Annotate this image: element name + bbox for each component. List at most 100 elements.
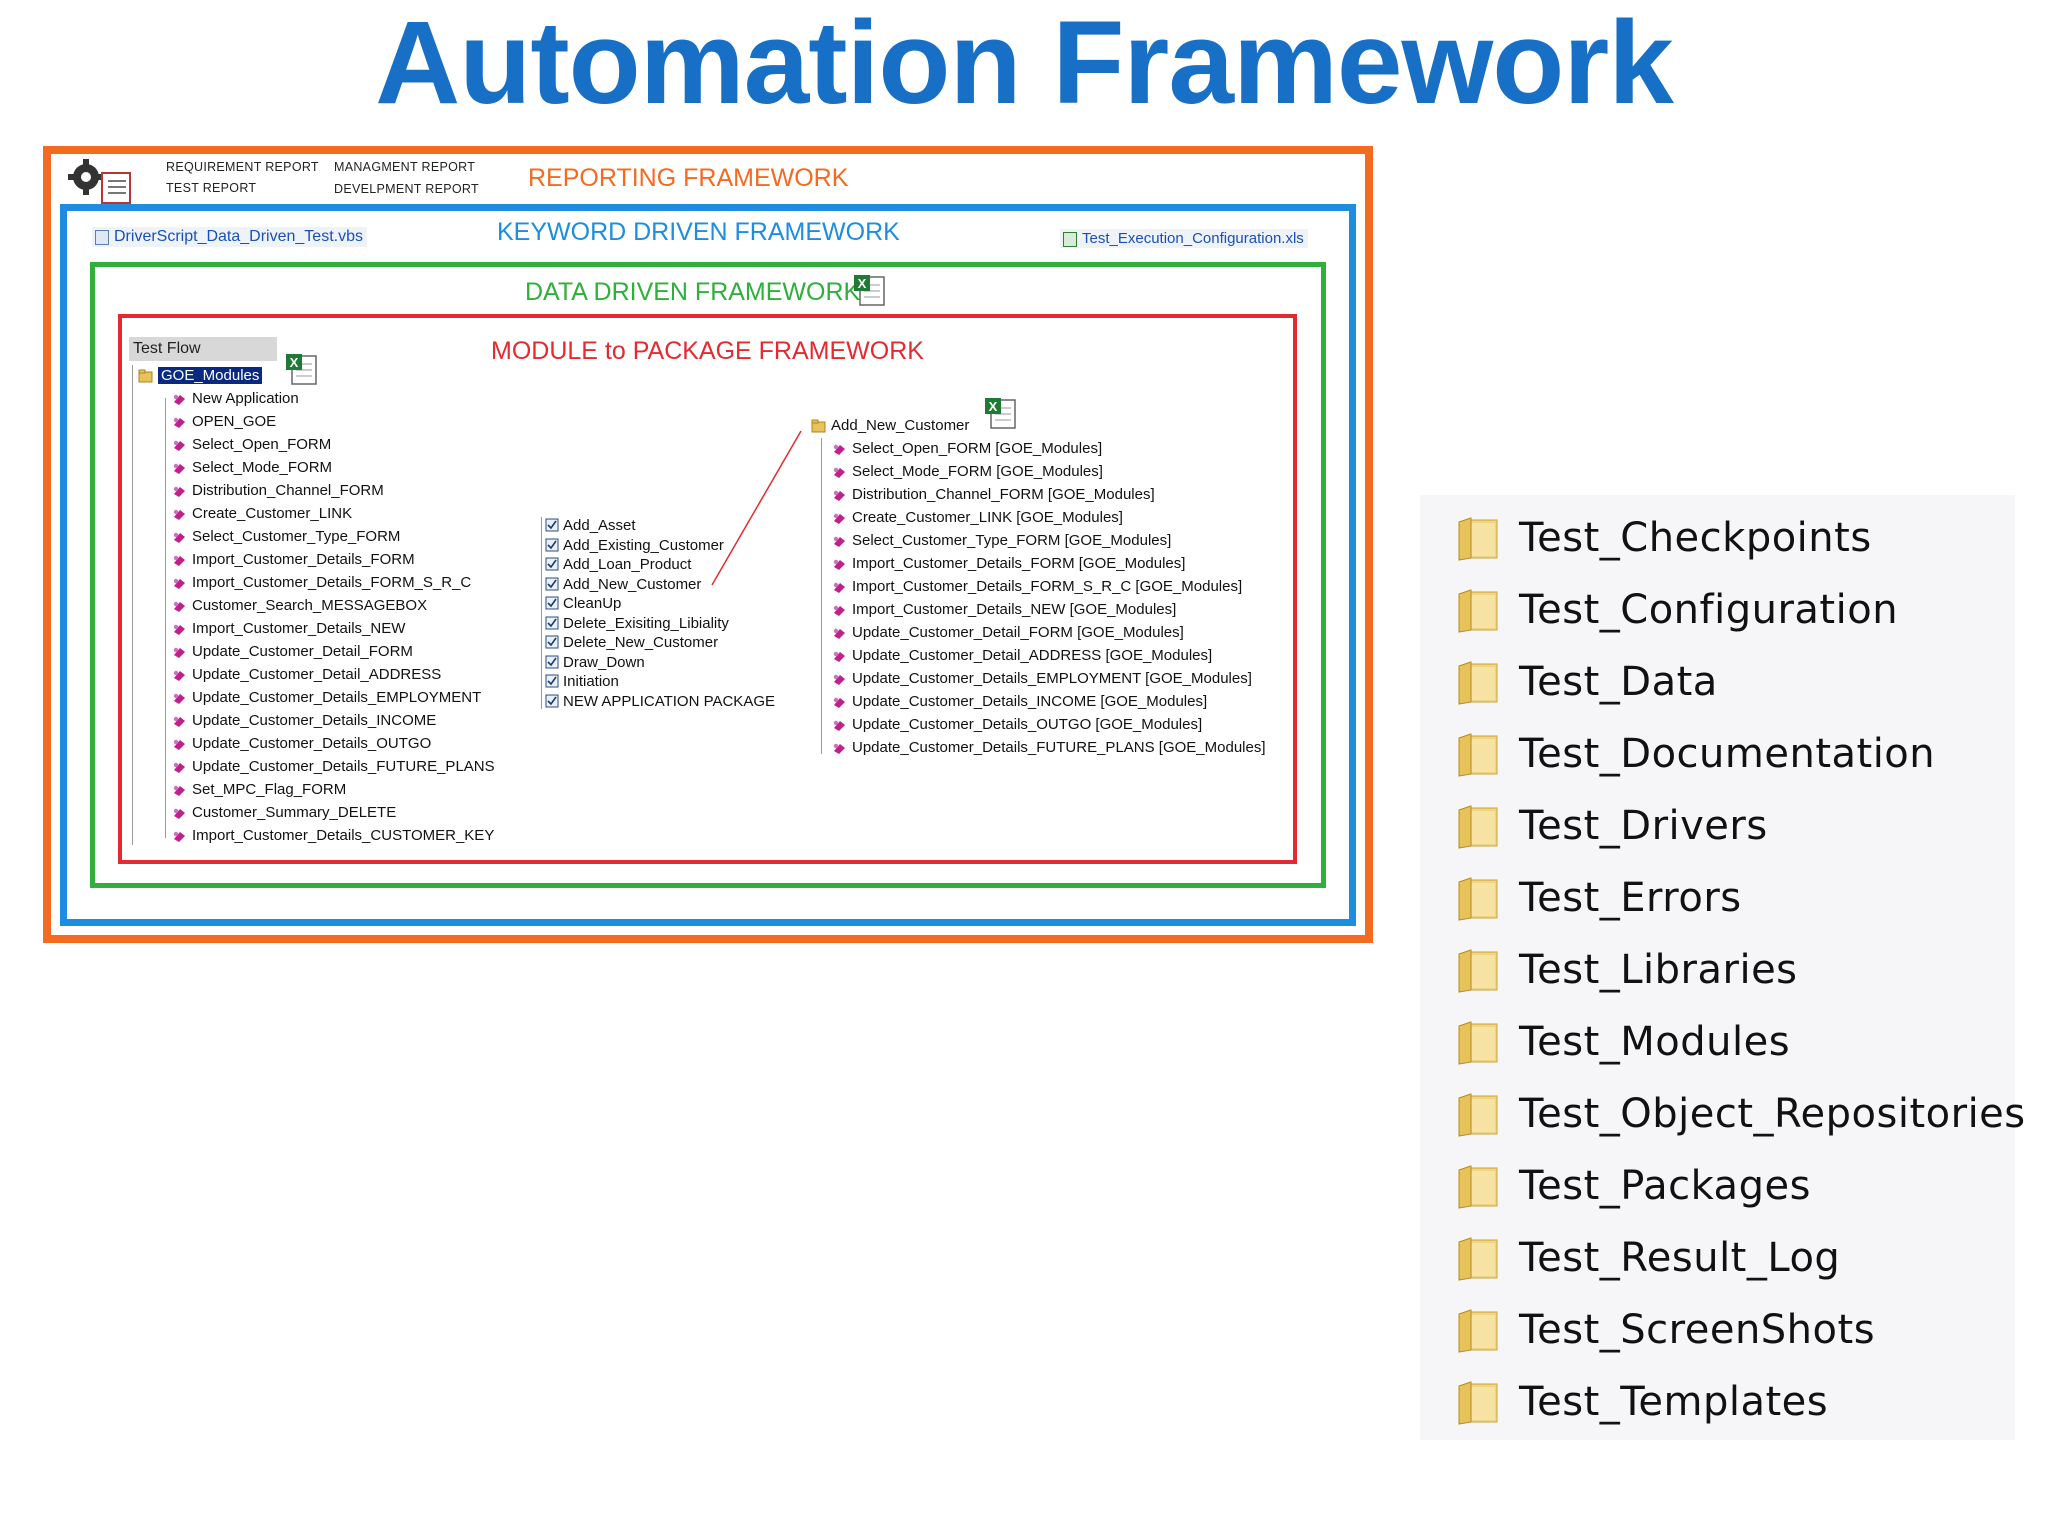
requirement-report[interactable]: REQUIREMENT REPORT bbox=[166, 160, 319, 174]
folder-icon bbox=[1458, 1381, 1498, 1425]
package-module-item[interactable]: Select_Mode_FORM [GOE_Modules] bbox=[830, 462, 1103, 482]
tab-test-flow[interactable]: Test Flow bbox=[129, 337, 277, 361]
module-item-label: Select_Customer_Type_FORM bbox=[192, 528, 401, 545]
data-driven-framework-label: DATA DRIVEN FRAMEWORK bbox=[525, 278, 861, 306]
folder-icon bbox=[1458, 1237, 1498, 1281]
package-module-item[interactable]: Import_Customer_Details_NEW [GOE_Modules… bbox=[830, 600, 1176, 620]
folder-label: Test_Drivers bbox=[1519, 803, 1768, 849]
tree-root-goe-modules[interactable]: GOE_Modules bbox=[136, 366, 263, 386]
package-module-item[interactable]: Select_Customer_Type_FORM [GOE_Modules] bbox=[830, 531, 1171, 551]
package-item[interactable]: Add_Existing_Customer bbox=[543, 536, 724, 555]
test-report[interactable]: TEST REPORT bbox=[166, 181, 257, 195]
module-item-label: Customer_Search_MESSAGEBOX bbox=[192, 597, 428, 614]
module-item-label: Set_MPC_Flag_FORM bbox=[192, 781, 347, 798]
svg-text:X: X bbox=[290, 355, 299, 370]
module-item[interactable]: Select_Open_FORM bbox=[170, 435, 331, 455]
module-item[interactable]: Select_Customer_Type_FORM bbox=[170, 527, 400, 547]
module-item[interactable]: New Application bbox=[170, 389, 299, 409]
module-item-label: Update_Customer_Details_FUTURE_PLANS bbox=[192, 758, 495, 775]
tree-guide-line bbox=[821, 438, 822, 754]
module-item[interactable]: OPEN_GOE bbox=[170, 412, 276, 432]
module-item-label: Select_Open_FORM bbox=[192, 436, 332, 453]
package-module-item[interactable]: Update_Customer_Details_EMPLOYMENT [GOE_… bbox=[830, 669, 1252, 689]
config-file[interactable]: Test_Execution_Configuration.xls bbox=[1060, 229, 1308, 248]
module-item[interactable]: Import_Customer_Details_FORM bbox=[170, 550, 415, 570]
driver-script-file[interactable]: DriverScript_Data_Driven_Test.vbs bbox=[92, 227, 367, 247]
package-module-item[interactable]: Update_Customer_Detail_ADDRESS [GOE_Modu… bbox=[830, 646, 1212, 666]
module-item[interactable]: Update_Customer_Detail_FORM bbox=[170, 642, 413, 662]
folder-label: Test_Modules bbox=[1519, 1019, 1791, 1065]
module-icon bbox=[173, 647, 185, 658]
package-module-item[interactable]: Update_Customer_Detail_FORM [GOE_Modules… bbox=[830, 623, 1184, 643]
module-item[interactable]: Update_Customer_Details_EMPLOYMENT bbox=[170, 688, 481, 708]
package-item[interactable]: CleanUp bbox=[543, 594, 621, 613]
module-icon bbox=[833, 720, 845, 731]
package-item-label: Delete_New_Customer bbox=[563, 634, 719, 651]
reporting-framework-frame bbox=[43, 146, 1373, 943]
package-item[interactable]: Delete_Exisiting_Libiality bbox=[543, 614, 729, 633]
module-item-label: Distribution_Channel_FORM bbox=[192, 482, 384, 499]
module-item[interactable]: Create_Customer_LINK bbox=[170, 504, 352, 524]
module-item[interactable]: Import_Customer_Details_NEW bbox=[170, 619, 405, 639]
tree-guide-line bbox=[132, 365, 133, 845]
package-root-add-new-customer[interactable]: Add_New_Customer bbox=[809, 416, 969, 436]
package-module-item[interactable]: Import_Customer_Details_FORM [GOE_Module… bbox=[830, 554, 1185, 574]
tree-guide-line bbox=[165, 398, 166, 838]
tree-root-label: GOE_Modules bbox=[158, 367, 263, 384]
package-module-item[interactable]: Import_Customer_Details_FORM_S_R_C [GOE_… bbox=[830, 577, 1242, 597]
package-module-item-label: Select_Open_FORM [GOE_Modules] bbox=[852, 440, 1103, 457]
package-module-item[interactable]: Update_Customer_Details_FUTURE_PLANS [GO… bbox=[830, 738, 1266, 758]
folder-tree-icon bbox=[138, 369, 153, 383]
module-item[interactable]: Customer_Search_MESSAGEBOX bbox=[170, 596, 427, 616]
package-module-item[interactable]: Update_Customer_Details_INCOME [GOE_Modu… bbox=[830, 692, 1207, 712]
package-item[interactable]: NEW APPLICATION PACKAGE bbox=[543, 692, 775, 711]
module-item[interactable]: Import_Customer_Details_FORM_S_R_C bbox=[170, 573, 471, 593]
module-item-label: OPEN_GOE bbox=[192, 413, 277, 430]
module-item[interactable]: Customer_Summary_DELETE bbox=[170, 803, 396, 823]
package-item[interactable]: Add_Loan_Product bbox=[543, 555, 691, 574]
package-item[interactable]: Initiation bbox=[543, 672, 619, 691]
folder-label: Test_Documentation bbox=[1519, 731, 1936, 777]
module-item-label: Create_Customer_LINK bbox=[192, 505, 353, 522]
module-icon bbox=[173, 601, 185, 612]
excel-icon: X bbox=[854, 275, 885, 306]
package-item[interactable]: Add_New_Customer bbox=[543, 575, 701, 594]
module-item[interactable]: Update_Customer_Detail_ADDRESS bbox=[170, 665, 441, 685]
folder-label: Test_Data bbox=[1519, 659, 1718, 705]
package-module-item[interactable]: Select_Open_FORM [GOE_Modules] bbox=[830, 439, 1102, 459]
module-icon bbox=[833, 490, 845, 501]
folder-label: Test_Object_Repositories bbox=[1519, 1091, 2026, 1137]
module-item-label: New Application bbox=[192, 390, 299, 407]
package-module-item[interactable]: Update_Customer_Details_OUTGO [GOE_Modul… bbox=[830, 715, 1202, 735]
development-report[interactable]: DEVELPMENT REPORT bbox=[334, 182, 479, 196]
package-module-item[interactable]: Distribution_Channel_FORM [GOE_Modules] bbox=[830, 485, 1155, 505]
gear-report-icon bbox=[68, 159, 131, 204]
tree-guide-line bbox=[541, 517, 542, 709]
module-item-label: Import_Customer_Details_NEW bbox=[192, 620, 406, 637]
folder-label: Test_Errors bbox=[1519, 875, 1742, 921]
module-item[interactable]: Update_Customer_Details_INCOME bbox=[170, 711, 436, 731]
module-icon bbox=[833, 651, 845, 662]
folder-icon bbox=[1458, 517, 1498, 561]
module-item[interactable]: Update_Customer_Details_FUTURE_PLANS bbox=[170, 757, 495, 777]
module-item[interactable]: Update_Customer_Details_OUTGO bbox=[170, 734, 431, 754]
package-item[interactable]: Draw_Down bbox=[543, 653, 645, 672]
svg-text:X: X bbox=[989, 399, 998, 414]
module-item[interactable]: Set_MPC_Flag_FORM bbox=[170, 780, 346, 800]
package-module-item[interactable]: Create_Customer_LINK [GOE_Modules] bbox=[830, 508, 1123, 528]
module-item[interactable]: Distribution_Channel_FORM bbox=[170, 481, 384, 501]
module-item-label: Import_Customer_Details_FORM_S_R_C bbox=[192, 574, 472, 591]
module-item-label: Update_Customer_Details_OUTGO bbox=[192, 735, 432, 752]
module-icon bbox=[173, 693, 185, 704]
module-item-label: Update_Customer_Detail_ADDRESS bbox=[192, 666, 442, 683]
folder-icon bbox=[1458, 1021, 1498, 1065]
keyword-framework-label: KEYWORD DRIVEN FRAMEWORK bbox=[497, 218, 900, 246]
module-package-framework-label: MODULE to PACKAGE FRAMEWORK bbox=[491, 337, 924, 365]
module-icon bbox=[173, 555, 185, 566]
module-item[interactable]: Import_Customer_Details_CUSTOMER_KEY bbox=[170, 826, 494, 846]
package-item[interactable]: Delete_New_Customer bbox=[543, 633, 718, 652]
reporting-framework-label: REPORTING FRAMEWORK bbox=[528, 164, 849, 192]
module-item[interactable]: Select_Mode_FORM bbox=[170, 458, 332, 478]
package-item[interactable]: Add_Asset bbox=[543, 516, 636, 535]
management-report[interactable]: MANAGMENT REPORT bbox=[334, 160, 476, 174]
